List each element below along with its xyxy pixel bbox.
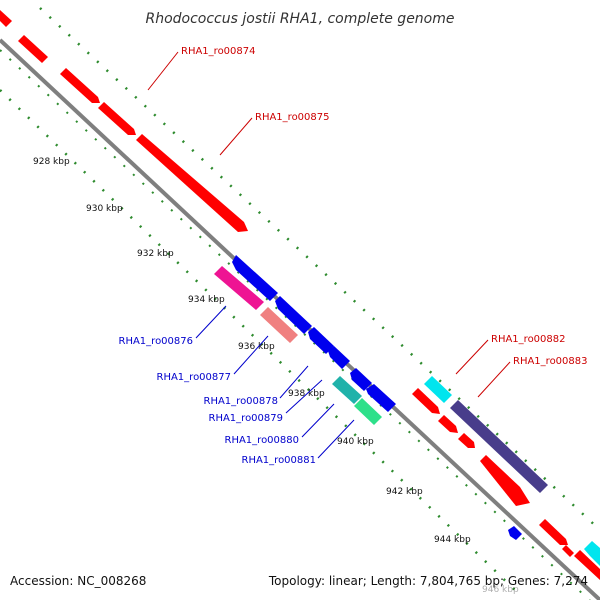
gene-ro00875[interactable] [136,134,248,232]
gene-ro00874b[interactable] [98,102,136,135]
gene-ro00880-upper[interactable] [350,368,372,391]
gene-ro00879[interactable] [328,346,350,369]
gene-ro00885 [539,519,568,545]
gene-ro00877-upper[interactable] [275,296,312,334]
gene-ro00889 [508,526,522,540]
track-guides [0,7,600,600]
gene-ro00881-upper[interactable] [366,384,396,412]
gene-ro00874[interactable] [60,68,100,103]
label-ro00880[interactable]: RHA1_ro00880 [225,435,300,446]
gene-ro00877[interactable] [260,307,298,343]
tick-930: 930 kbp [86,204,123,214]
outer-forward-guide [39,7,600,531]
tick-936: 936 kbp [238,342,275,352]
gene-ro00878[interactable] [308,327,334,354]
gene-ro00888 [584,541,600,566]
tick-934: 934 kbp [188,295,225,305]
callout-line-ro00877 [233,335,269,375]
tick-946: 946 kbp [482,585,519,595]
tick-labels: 928 kbp 930 kbp 932 kbp 934 kbp 936 kbp … [33,157,519,595]
tick-928: 928 kbp [33,157,70,167]
callout-line-ro00882 [455,339,489,375]
gene-ro00882 [412,388,440,414]
label-ro00882[interactable]: RHA1_ro00882 [491,334,566,345]
label-ro00874[interactable]: RHA1_ro00874 [181,46,256,57]
gene-ro00883a [438,415,458,433]
callout-line-ro00880 [301,403,335,438]
label-ro00878[interactable]: RHA1_ro00878 [204,396,279,407]
gene-ro00881[interactable] [354,398,382,425]
label-ro00879[interactable]: RHA1_ro00879 [209,413,284,424]
callout-line-ro00883 [477,361,511,398]
gene-ro00876-upper[interactable] [232,255,278,301]
callout-line-ro00878 [279,365,309,399]
accession-text: Accession: NC_008268 [10,574,147,588]
label-ro00881[interactable]: RHA1_ro00881 [242,455,317,466]
forward-genes [0,10,600,580]
tick-932: 932 kbp [137,249,174,259]
reverse-callouts [195,305,355,459]
label-ro00876[interactable]: RHA1_ro00876 [119,336,194,347]
gene-ro00883b [458,433,475,448]
tick-944: 944 kbp [434,535,471,545]
gene-ro00880[interactable] [332,376,362,404]
gene-ro00886 [562,545,574,557]
callout-line-ro00881 [317,419,355,459]
gene-ro00887 [574,550,600,580]
callout-line-ro00879 [285,379,323,414]
callout-line-ro00876 [195,305,227,339]
gene-ro00873[interactable] [18,35,48,63]
gene-ro00882-upper [424,376,452,403]
gene-ro00872[interactable] [0,10,12,27]
gene-ro00883-upper [450,400,548,493]
tick-940: 940 kbp [337,437,374,447]
label-ro00883[interactable]: RHA1_ro00883 [513,356,588,367]
label-ro00877[interactable]: RHA1_ro00877 [157,372,232,383]
gene-ro00884 [480,455,530,506]
forward-callouts [147,51,511,398]
gene-ro00876[interactable] [214,266,264,310]
callout-line-ro00875 [219,117,253,156]
reverse-genes [214,255,600,566]
label-ro00875[interactable]: RHA1_ro00875 [255,112,330,123]
tick-942: 942 kbp [386,487,423,497]
callout-line-ro00874 [147,51,179,91]
genome-summary-text: Topology: linear; Length: 7,804,765 bp; … [268,574,588,588]
map-title: Rhodococcus jostii RHA1, complete genome [145,11,454,27]
